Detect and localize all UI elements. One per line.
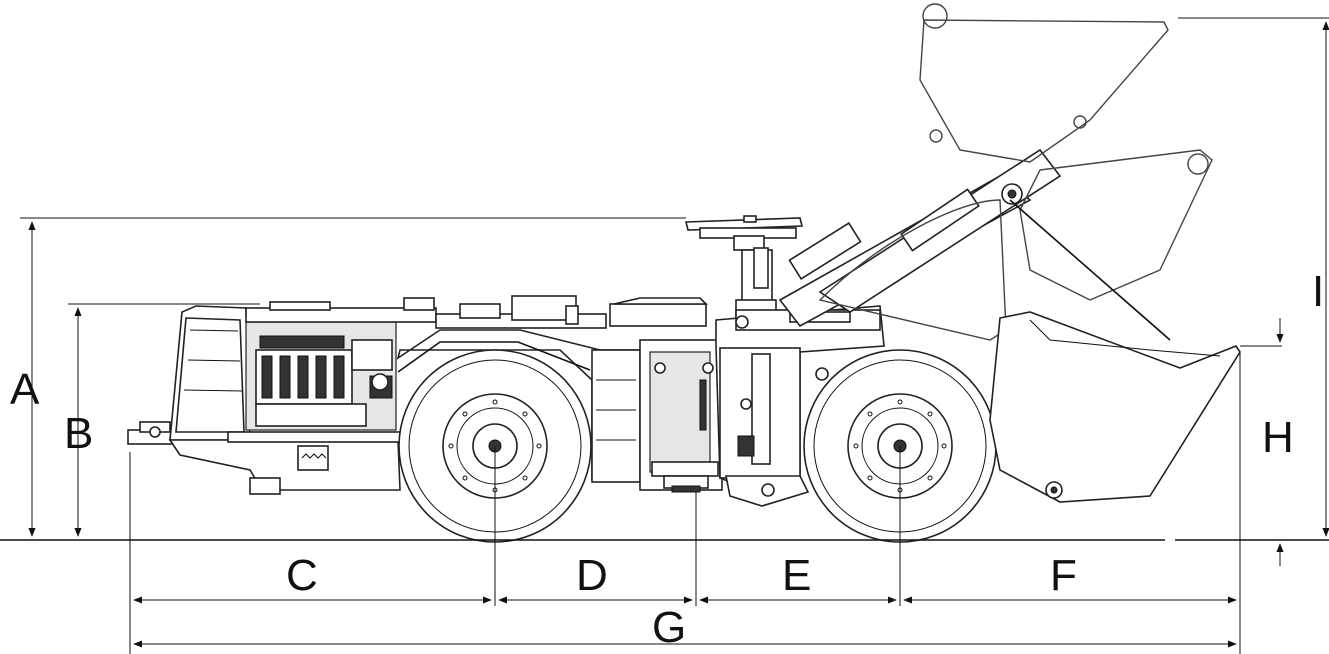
label-g: G xyxy=(652,603,686,652)
label-c: C xyxy=(286,551,318,600)
dimension-lines xyxy=(0,17,1329,654)
rear-fender xyxy=(396,329,641,483)
bucket-mid xyxy=(1019,149,1213,301)
loader-illustration xyxy=(127,3,1241,543)
bucket-raised xyxy=(919,3,1171,341)
front-frame xyxy=(715,305,885,507)
lift-arms xyxy=(778,148,1062,341)
dimension-labels: A B C D E F G H I xyxy=(10,267,1324,652)
label-i: I xyxy=(1312,267,1324,316)
label-a: A xyxy=(10,365,40,414)
articulation-joint xyxy=(639,339,723,520)
label-d: D xyxy=(576,551,608,600)
engine-hood xyxy=(169,305,251,441)
label-e: E xyxy=(782,551,811,600)
top-deck xyxy=(245,295,708,329)
label-f: F xyxy=(1050,551,1077,600)
rear-frame xyxy=(168,431,401,495)
bucket-lowered xyxy=(989,311,1241,503)
label-b: B xyxy=(64,409,93,458)
label-h: H xyxy=(1262,413,1294,462)
engine xyxy=(245,321,397,431)
